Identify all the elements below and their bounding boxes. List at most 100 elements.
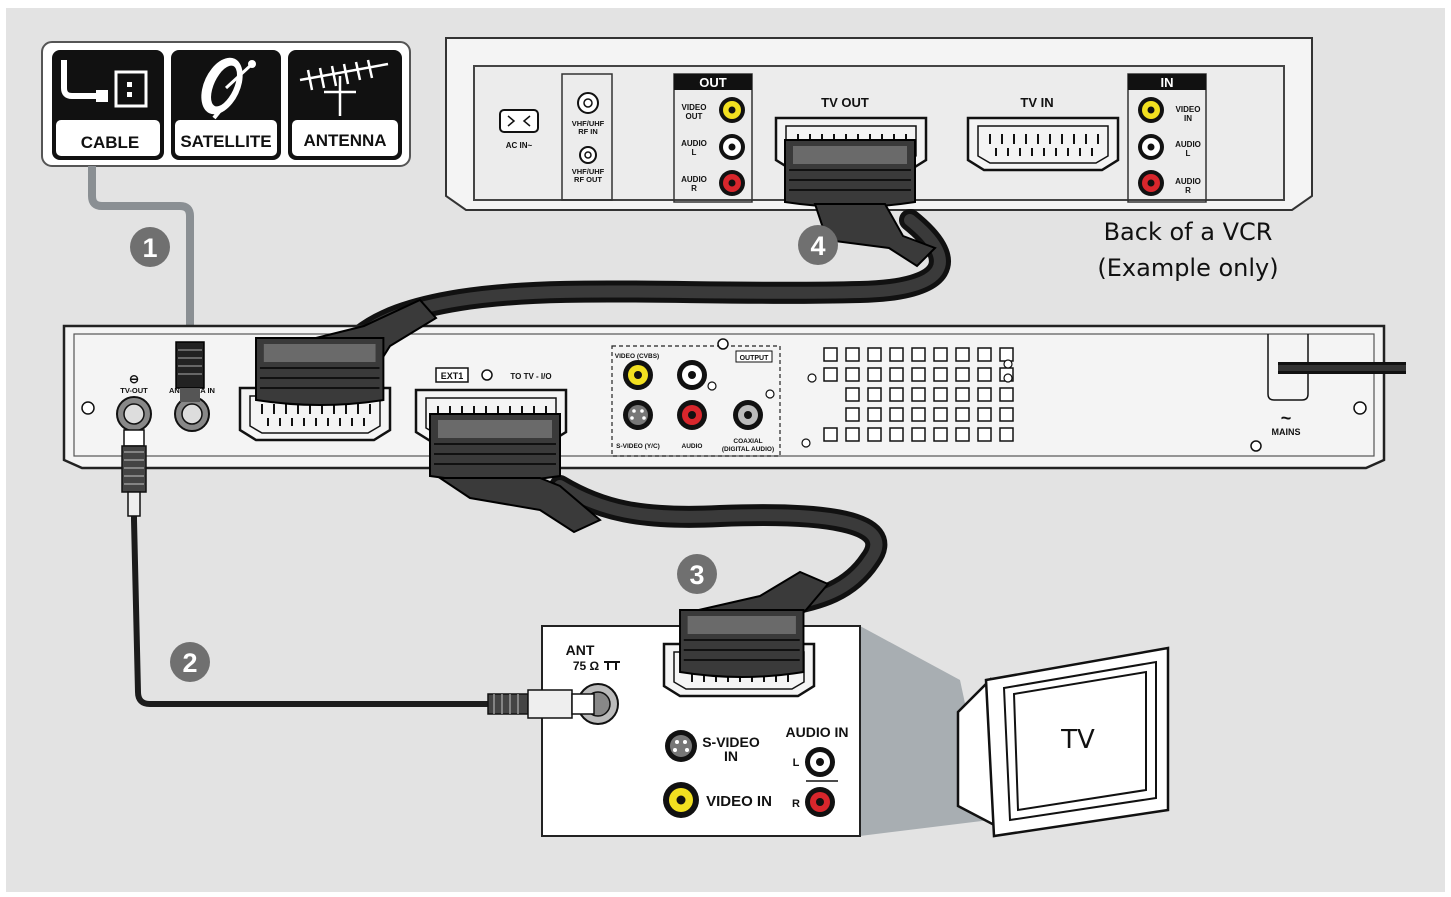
svg-text:L: L (692, 148, 697, 157)
vent-slot (823, 347, 838, 362)
vent-slot (845, 367, 860, 382)
tv-set-icon: TV (956, 646, 1170, 838)
vent-slot (955, 427, 970, 442)
svg-text:MAINS: MAINS (1272, 427, 1301, 437)
aerial-plug-recorder (175, 341, 205, 402)
svg-text:(DIGITAL AUDIO): (DIGITAL AUDIO) (722, 446, 774, 453)
recorder-av-group: VIDEO (CVBS) OUTPUT S-VIDEO (Y/C) AUDIO … (611, 338, 781, 457)
vent-slot (955, 347, 970, 362)
antenna-tile: ANTENNA (288, 50, 402, 160)
vent-slot (933, 407, 948, 422)
vent-slot (933, 367, 948, 382)
aerial-cable-1 (88, 166, 194, 346)
coax-cable-2 (131, 430, 490, 707)
vent-slot (867, 387, 882, 402)
satellite-dish-icon (201, 57, 256, 120)
vent-slot (845, 347, 860, 362)
svg-text:AUDIO: AUDIO (1175, 140, 1201, 149)
vcr-rf-out: VHF/UHF RF OUT (572, 146, 605, 184)
vent-slot (999, 407, 1014, 422)
svg-text:AUDIO: AUDIO (681, 139, 707, 148)
vcr-tv-in-label: TV IN (1020, 95, 1053, 110)
svg-text:~: ~ (1281, 408, 1292, 428)
vent-slot (977, 347, 992, 362)
vcr-caption-line1: Back of a VCR (1104, 218, 1273, 246)
vent-slot (977, 427, 992, 442)
recorder-vent-grid (823, 347, 1014, 442)
step-badge-3: 3 (677, 554, 717, 594)
vent-slot (889, 427, 904, 442)
scart-plug-recorder-vcr (255, 298, 438, 406)
cable-label: CABLE (81, 133, 140, 152)
svg-text:COAXIAL: COAXIAL (733, 438, 762, 445)
step-badge-2: 2 (170, 642, 210, 682)
vcr-back-panel: AC IN~ VHF/UHF RF IN VHF/UHF RF OUT OUT … (445, 37, 1313, 211)
svg-text:IN: IN (724, 748, 738, 764)
vcr-caption-line2: (Example only) (1097, 254, 1278, 282)
vent-slot (867, 427, 882, 442)
tv-video-in-jack (663, 782, 699, 818)
svg-text:⊖: ⊖ (129, 372, 139, 386)
svg-text:VIDEO: VIDEO (1176, 105, 1201, 114)
satellite-label: SATELLITE (180, 132, 271, 151)
vent-slot (867, 347, 882, 362)
tv-ant-label: ANT (566, 642, 595, 658)
vent-slot (889, 387, 904, 402)
scart-plug-tv (679, 570, 830, 678)
vent-slot (889, 367, 904, 382)
scart-plug-recorder-ext1 (429, 413, 602, 534)
vent-slot (999, 427, 1014, 442)
vent-slot (845, 407, 860, 422)
vent-slot (977, 407, 992, 422)
coax-plug-tv (487, 689, 595, 719)
svg-text:VHF/UHF: VHF/UHF (572, 167, 605, 176)
vent-slot (933, 347, 948, 362)
vent-slot (889, 347, 904, 362)
vcr-in-header: IN (1161, 75, 1174, 90)
vcr-in-group: IN VIDEO IN AUDIO L AUDIO R (1127, 73, 1207, 203)
svg-text:3: 3 (689, 560, 704, 590)
recorder-to-tv-label: TO TV - I/O (510, 372, 551, 381)
svg-text:RF IN: RF IN (578, 127, 598, 136)
step-badge-1: 1 (130, 227, 170, 267)
step-badge-4: 4 (798, 225, 838, 265)
svg-text:AUDIO IN: AUDIO IN (786, 724, 849, 740)
vent-slot (911, 387, 926, 402)
vcr-tv-out-label: TV OUT (821, 95, 869, 110)
svg-text:2: 2 (182, 648, 197, 678)
svg-text:VIDEO: VIDEO (682, 103, 707, 112)
svg-text:VHF/UHF: VHF/UHF (572, 119, 605, 128)
svg-text:R: R (1185, 186, 1191, 195)
vent-slot (933, 427, 948, 442)
svg-text:VIDEO IN: VIDEO IN (706, 793, 772, 810)
svg-text:OUT: OUT (686, 112, 703, 121)
vent-slot (977, 387, 992, 402)
vent-slot (889, 407, 904, 422)
antenna-icon (299, 59, 389, 116)
vent-slot (823, 427, 838, 442)
svg-text:IN: IN (1184, 114, 1192, 123)
svg-text:AUDIO: AUDIO (681, 175, 707, 184)
svg-text:S-VIDEO (Y/C): S-VIDEO (Y/C) (616, 443, 660, 450)
cable-tile: CABLE (52, 50, 164, 160)
vent-slot (999, 347, 1014, 362)
vent-slot (955, 407, 970, 422)
vent-slot (911, 427, 926, 442)
vent-slot (977, 367, 992, 382)
svg-text:RF OUT: RF OUT (574, 175, 602, 184)
vent-slot (867, 407, 882, 422)
antenna-label: ANTENNA (303, 131, 386, 150)
svg-text:L: L (1186, 149, 1191, 158)
cable-icon (61, 60, 148, 108)
vent-slot (867, 367, 882, 382)
vent-slot (911, 407, 926, 422)
recorder-back-panel: ⊖ TV-OUT ANTENNA IN EXT1 TO TV - I/O VID… (62, 324, 1386, 470)
vent-slot (845, 387, 860, 402)
svg-text:AC IN~: AC IN~ (506, 141, 533, 150)
svg-text:S-VIDEO: S-VIDEO (702, 734, 760, 750)
vent-slot (955, 387, 970, 402)
vcr-ac-in: AC IN~ (499, 109, 539, 150)
vent-slot (845, 427, 860, 442)
vent-slot (955, 367, 970, 382)
coax-plug-recorder (121, 429, 147, 517)
